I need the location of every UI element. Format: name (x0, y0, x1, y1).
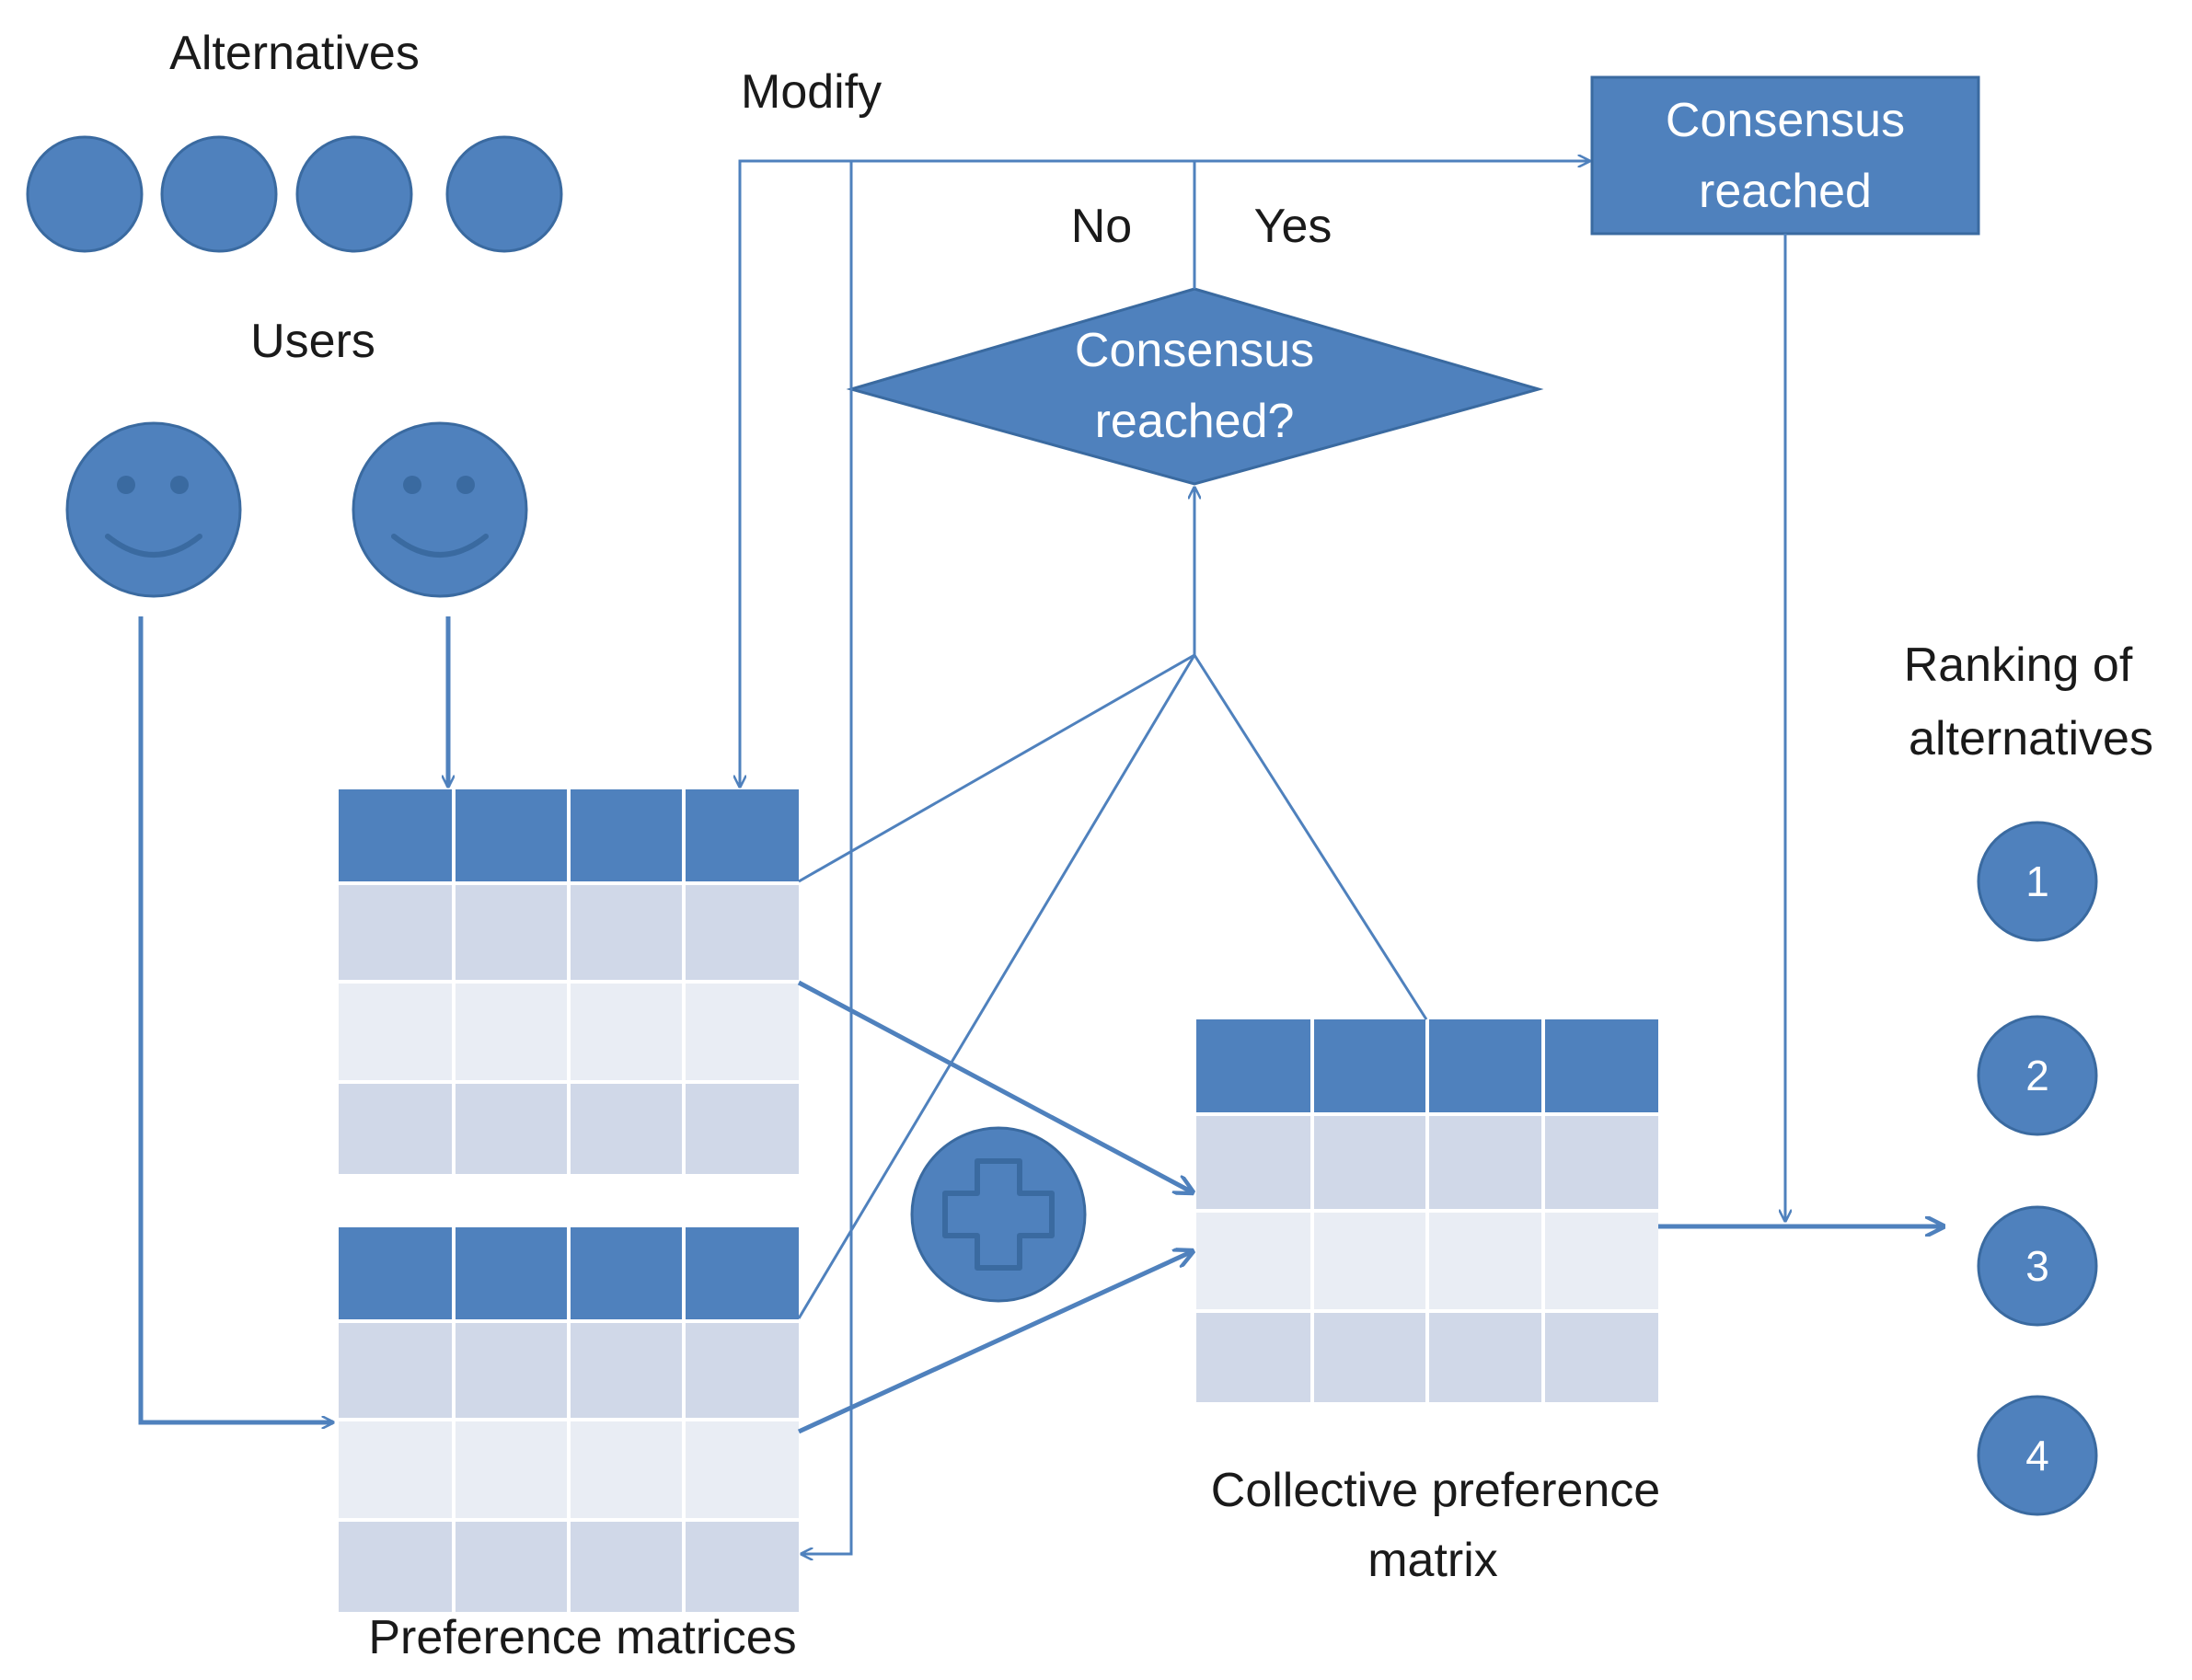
matrix1-to-collective-arrow (797, 980, 1193, 1192)
alternative-circle (160, 135, 278, 253)
alternatives-group (26, 135, 563, 253)
collective-matrix-label-line2: matrix (1367, 1534, 1498, 1587)
decision-text-line1: Consensus (1075, 324, 1314, 377)
modify-loop-to-matrix1 (740, 159, 1196, 787)
connector-lines (138, 159, 1944, 1554)
ranking-number: 1 (2025, 857, 2049, 905)
decision-text-line2: reached? (1095, 395, 1295, 448)
collective-matrix-label-line1: Collective preference (1211, 1464, 1660, 1517)
modify-label: Modify (741, 65, 882, 119)
users-label: Users (250, 315, 375, 368)
matrix2-to-decision-line (797, 654, 1196, 1319)
ranking-item: 3 (1977, 1205, 2098, 1327)
ranking-item: 1 (1977, 821, 2098, 942)
alternative-circle (295, 135, 413, 253)
ranking-item: 2 (1977, 1015, 2098, 1136)
alternatives-label: Alternatives (169, 27, 420, 80)
alternative-circle (445, 135, 563, 253)
ranking-label-line1: Ranking of (1904, 639, 2133, 692)
consensus-decision-diamond: Consensus reached? (846, 287, 1544, 486)
ranking-item: 4 (1977, 1395, 2098, 1516)
aggregation-plus-icon (910, 1126, 1087, 1303)
matrix1-to-decision-line (798, 653, 1195, 883)
matrix2-to-collective-arrow (797, 1251, 1193, 1434)
preference-matrices-label: Preference matrices (368, 1611, 796, 1664)
modify-loop-to-matrix2 (802, 389, 853, 1554)
result-text-line2: reached (1699, 165, 1872, 218)
ranking-number: 3 (2025, 1242, 2049, 1290)
no-label: No (1071, 200, 1132, 253)
preference-matrix-1 (339, 789, 799, 1174)
user-smiley-icon (352, 421, 528, 598)
consensus-reached-box: Consensus reached (1590, 75, 1980, 236)
yes-label: Yes (1254, 200, 1333, 253)
preference-matrix-2 (339, 1227, 799, 1612)
collective-preference-matrix (1196, 1019, 1658, 1402)
ranking-number: 4 (2025, 1432, 2049, 1479)
user1-to-matrix2-arrow (138, 616, 333, 1422)
ranking-label-line2: alternatives (1909, 712, 2153, 765)
ranking-number: 2 (2025, 1052, 2049, 1099)
result-text-line1: Consensus (1666, 94, 1905, 147)
collective-to-decision-line (1193, 654, 1428, 1020)
user-smiley-icon (65, 421, 242, 598)
alternative-circle (26, 135, 144, 253)
